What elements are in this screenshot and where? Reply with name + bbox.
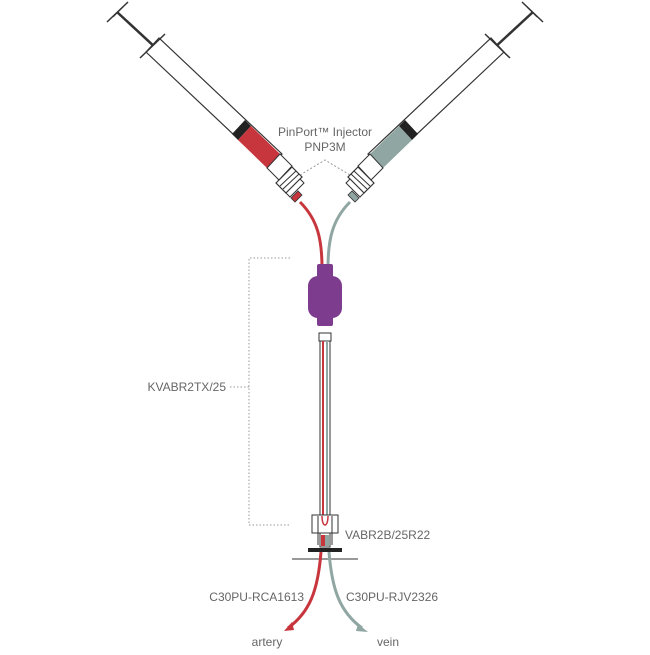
injector-label-line2: PNP3M	[304, 140, 345, 154]
vein-catheter: C30PU-RJV2326 vein	[327, 551, 438, 649]
dual-lumen-catheter	[319, 340, 331, 517]
vab-connector: VABR2B/25R22	[292, 514, 430, 560]
vein-arrow	[356, 624, 368, 632]
artery-catheter-label: C30PU-RCA1613	[209, 590, 304, 604]
left-syringe-tip	[266, 153, 293, 181]
left-syringe	[106, 1, 305, 203]
right-syringe-tip	[357, 153, 384, 181]
injector-label-line1: PinPort™ Injector	[278, 125, 372, 139]
left-injector-connector	[275, 166, 303, 194]
right-plunger-stopper	[399, 120, 418, 140]
vein-label: vein	[377, 635, 399, 649]
hub-outlet	[318, 332, 332, 342]
catheter-label: KVABR2TX/25	[148, 380, 227, 394]
vein-catheter-label: C30PU-RJV2326	[346, 590, 438, 604]
connector-base-plate	[308, 548, 342, 552]
left-plunger-stopper	[232, 120, 251, 140]
artery-catheter: C30PU-RCA1613 artery	[209, 551, 323, 649]
right-injector-connector	[347, 166, 375, 194]
right-connector-tip	[347, 190, 360, 203]
injector-callout: PinPort™ Injector PNP3M	[278, 125, 372, 176]
right-saline-fill	[370, 126, 412, 168]
left-barrel-flange	[139, 33, 166, 59]
injector-leader-line	[299, 159, 351, 176]
catheter-hub	[308, 264, 342, 342]
left-blood-fill	[238, 126, 280, 168]
catheter-bracket: KVABR2TX/25	[148, 257, 290, 526]
vein-tube-upper	[326, 200, 352, 269]
artery-tube-upper	[298, 200, 324, 269]
right-syringe	[345, 1, 544, 203]
hub-body	[308, 276, 342, 318]
left-connector-tip	[290, 190, 303, 203]
artery-label: artery	[252, 635, 283, 649]
connector-label: VABR2B/25R22	[345, 528, 430, 542]
artery-arrow	[284, 622, 294, 631]
right-barrel-flange	[484, 33, 511, 59]
